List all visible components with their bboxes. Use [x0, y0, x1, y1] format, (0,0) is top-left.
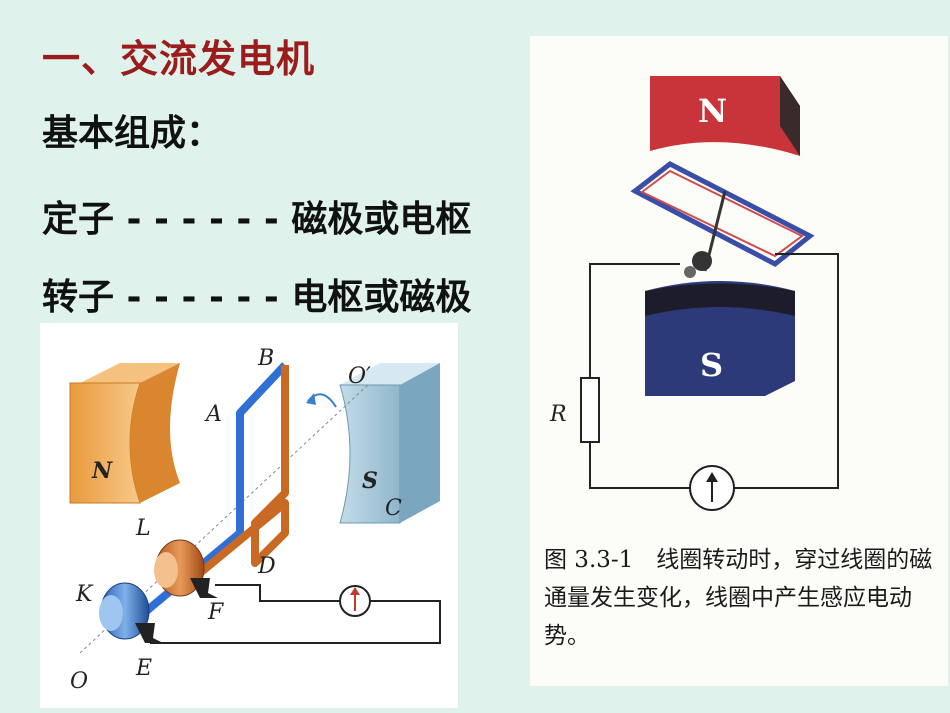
label-d: D [257, 554, 276, 579]
label-s: S [362, 468, 378, 494]
generator-diagram-svg: N S C B O′ A L [69, 346, 441, 694]
generator-diagram: N S C B O′ A L [40, 323, 458, 708]
label-c: C [385, 496, 402, 521]
label-o: O [70, 669, 88, 694]
label-s-pole: S [700, 346, 723, 384]
rotating-coil [630, 161, 815, 267]
label-l: L [135, 516, 151, 541]
label-n-pole: N [698, 92, 727, 130]
south-pole [645, 281, 795, 396]
label-f: F [207, 600, 224, 625]
coil-rotation-figure: N S R 图 3.3-1 线圈转动时，穿过线圈的磁通量发生变化，线圈中产生感应… [530, 36, 948, 686]
label-k: K [75, 582, 94, 607]
north-pole [650, 76, 800, 156]
composition-heading: 基本组成： [42, 113, 223, 154]
label-r: R [549, 402, 567, 427]
resistor [580, 377, 600, 443]
rotor-line: 转子 - - - - - - 电枢或磁极 [42, 277, 472, 318]
label-b: B [257, 346, 274, 371]
label-a: A [204, 402, 222, 427]
label-o-prime: O′ [348, 364, 371, 389]
coil-rotation-svg: N S R [549, 76, 839, 511]
coil-orange [197, 365, 289, 577]
brush-e [135, 623, 163, 643]
section-title: 一、交流发电机 [42, 37, 316, 81]
external-circuit [150, 584, 441, 644]
brush-f [190, 578, 218, 598]
stator-line: 定子 - - - - - - 磁极或电枢 [42, 199, 472, 240]
figure-caption: 图 3.3-1 线圈转动时，穿过线圈的磁通量发生变化，线圈中产生感应电动势。 [544, 547, 933, 649]
label-e: E [135, 656, 152, 681]
south-magnet [339, 363, 440, 524]
north-magnet [69, 363, 180, 504]
commutator [692, 251, 712, 271]
label-n: N [91, 458, 113, 484]
